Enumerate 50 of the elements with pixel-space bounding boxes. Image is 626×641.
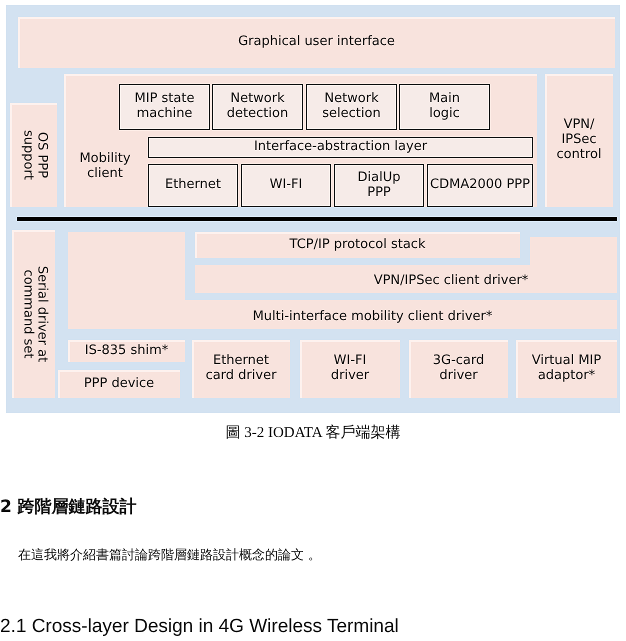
layer-label: TCP/IP protocol stack (290, 238, 426, 252)
module-box (148, 164, 238, 207)
layer-label: WI-FI driver (330, 354, 370, 384)
layer-label: Virtual MIP adaptor* (530, 354, 602, 384)
layer-block (68, 232, 617, 329)
module-label: Network detection (226, 92, 290, 122)
module-box (334, 164, 424, 207)
module-box (148, 137, 533, 158)
layer-label: 3G-card driver (432, 354, 486, 384)
layer-label: Serial driver at command set (19, 264, 48, 364)
layer-block (300, 340, 400, 398)
module-label: CDMA2000 PPP (430, 178, 530, 193)
layer-block (195, 232, 520, 258)
module-box (427, 164, 533, 207)
module-label: Main logic (428, 92, 462, 122)
figure-caption: 圖 3-2 IODATA 客戶端架構 (224, 423, 402, 442)
layer-block (18, 17, 615, 68)
layer-label: Ethernet card driver (204, 354, 278, 384)
module-label: Interface-abstraction layer (254, 140, 428, 155)
module-label: MIP state machine (134, 92, 196, 122)
module-box (212, 84, 303, 130)
layer-label: Mobility client (78, 152, 132, 182)
layer-block (192, 340, 290, 398)
module-box (306, 84, 397, 130)
layer-label: Graphical user interface (238, 35, 395, 50)
layer-block (10, 103, 57, 207)
layer-block (64, 74, 537, 207)
layer-label: Multi-interface mobility client driver* (252, 310, 494, 325)
layer-block (195, 237, 617, 293)
subsection-heading: 2.1 Cross-layer Design in 4G Wireless Terminal (0, 616, 399, 638)
layer-label: OS PPP support (19, 129, 48, 182)
layer-block (68, 340, 185, 362)
layer-block (545, 74, 613, 207)
section-heading: 2 跨階層鏈路設計 (0, 496, 137, 518)
layer-label: IS-835 shim* (84, 344, 168, 358)
layer-block (12, 230, 55, 398)
layer-block (409, 340, 508, 398)
layer-label: VPN/ IPSec control (555, 118, 603, 163)
body-paragraph: 在這我將介紹書篇討論跨階層鏈路設計概念的論文 。 (18, 547, 322, 564)
module-box (119, 84, 210, 130)
layer-label: VPN/IPSec client driver* (372, 274, 530, 289)
layer-block (58, 370, 180, 398)
module-label: Network selection (321, 92, 382, 122)
module-box (399, 84, 490, 130)
module-label: DialUp PPP (356, 170, 402, 200)
layer-label: PPP device (84, 376, 154, 392)
layer-block (516, 340, 617, 398)
module-label: Ethernet (165, 178, 221, 193)
module-box (241, 164, 331, 207)
module-label: WI-FI (270, 178, 302, 193)
